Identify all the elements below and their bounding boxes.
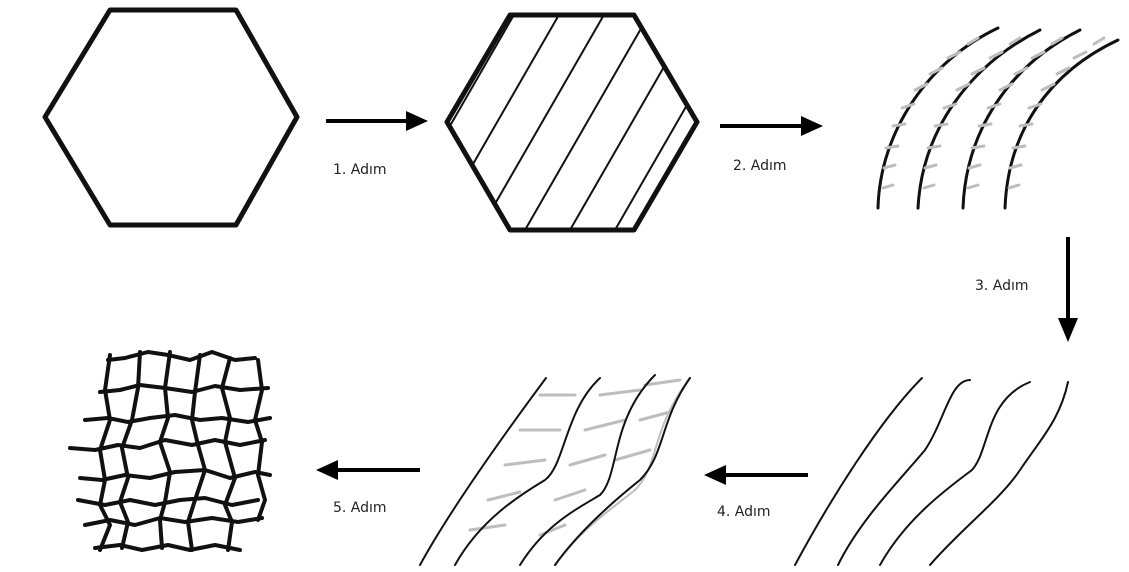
arrow-step-2 bbox=[720, 116, 823, 136]
hexagon-hatched bbox=[444, 12, 700, 233]
linked-strands bbox=[419, 374, 691, 566]
cross-link-marks bbox=[881, 36, 1106, 190]
wavy-strands bbox=[794, 377, 1069, 566]
step-4-label: 4. Adım bbox=[717, 504, 771, 520]
arrow-step-1 bbox=[326, 111, 428, 131]
step-3-label: 3. Adım bbox=[975, 278, 1029, 294]
arrow-step-4 bbox=[704, 465, 808, 485]
network-mesh bbox=[68, 350, 272, 552]
step-2-label: 2. Adım bbox=[733, 158, 787, 174]
arrow-step-3 bbox=[1058, 237, 1078, 342]
curved-strands bbox=[876, 26, 1120, 210]
ladder-links bbox=[468, 378, 682, 537]
step-5-label: 5. Adım bbox=[333, 500, 387, 516]
hexagon-plain bbox=[42, 7, 300, 228]
step-1-label: 1. Adım bbox=[333, 162, 387, 178]
arrow-step-5 bbox=[316, 460, 420, 480]
